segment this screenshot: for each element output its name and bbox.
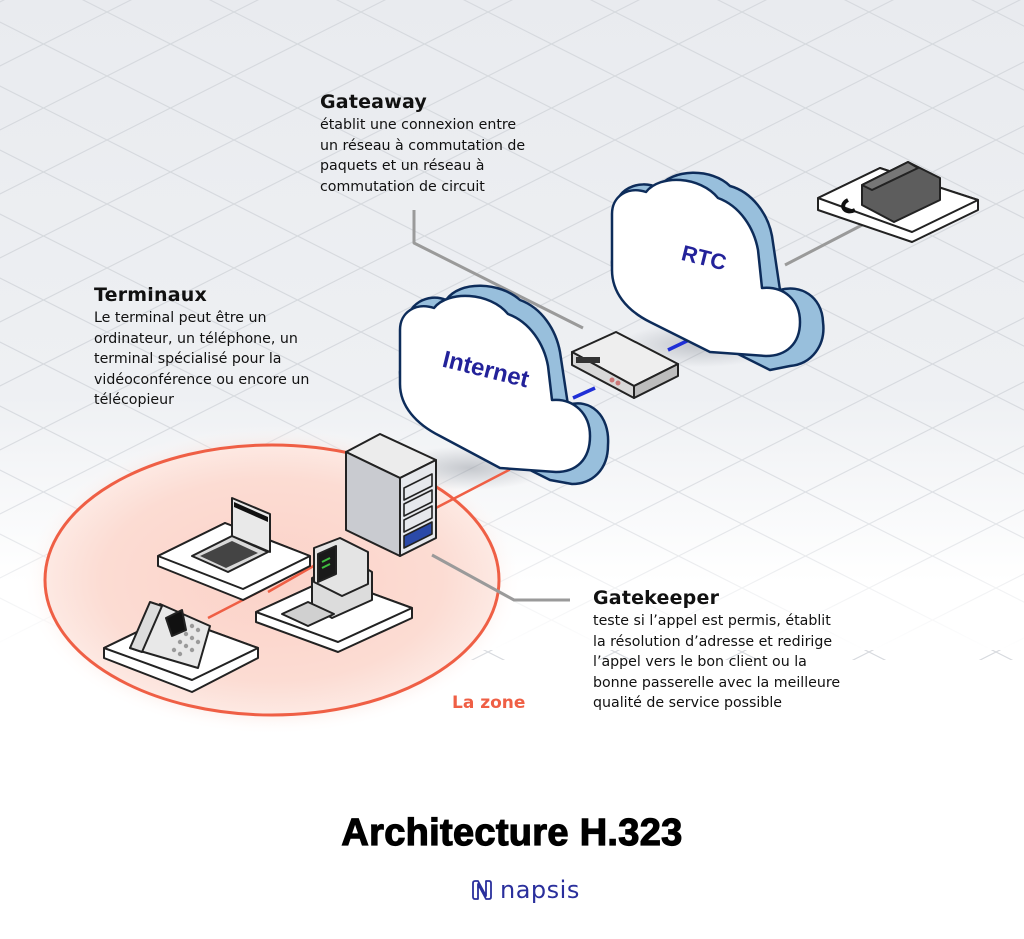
leader-lines xyxy=(412,210,865,602)
gateway-title: Gateaway xyxy=(320,91,427,113)
brand-logo: napsis xyxy=(470,876,580,904)
terminaux-annotation: Terminaux Le terminal peut être un ordin… xyxy=(94,284,384,411)
rtc-cloud: RTC xyxy=(610,171,825,372)
page-title: Architecture H.323 xyxy=(341,811,683,854)
gateway-annotation: Gateaway établit une connexion entre un … xyxy=(320,91,580,197)
gatekeeper-title: Gatekeeper xyxy=(593,587,720,609)
server-tower-icon xyxy=(345,433,437,557)
gateway-description: établit une connexion entre un réseau à … xyxy=(320,117,526,195)
network-switch-icon xyxy=(571,331,679,399)
ip-phone-icon xyxy=(103,601,259,693)
napsis-logo-icon xyxy=(472,880,492,900)
terminaux-description: Le terminal peut être un ordinateur, un … xyxy=(94,310,310,408)
laptop-icon xyxy=(157,497,311,601)
gatekeeper-description: teste si l’appel est permis, établit la … xyxy=(593,613,841,711)
terminaux-title: Terminaux xyxy=(94,284,207,306)
internet-cloud: Internet xyxy=(398,284,610,486)
desktop-computer-icon xyxy=(255,537,413,653)
brand-name: napsis xyxy=(500,876,580,904)
telephone-icon xyxy=(817,161,979,243)
zone-label: La zone xyxy=(452,693,526,713)
gatekeeper-annotation: Gatekeeper teste si l’appel est permis, … xyxy=(593,587,893,714)
